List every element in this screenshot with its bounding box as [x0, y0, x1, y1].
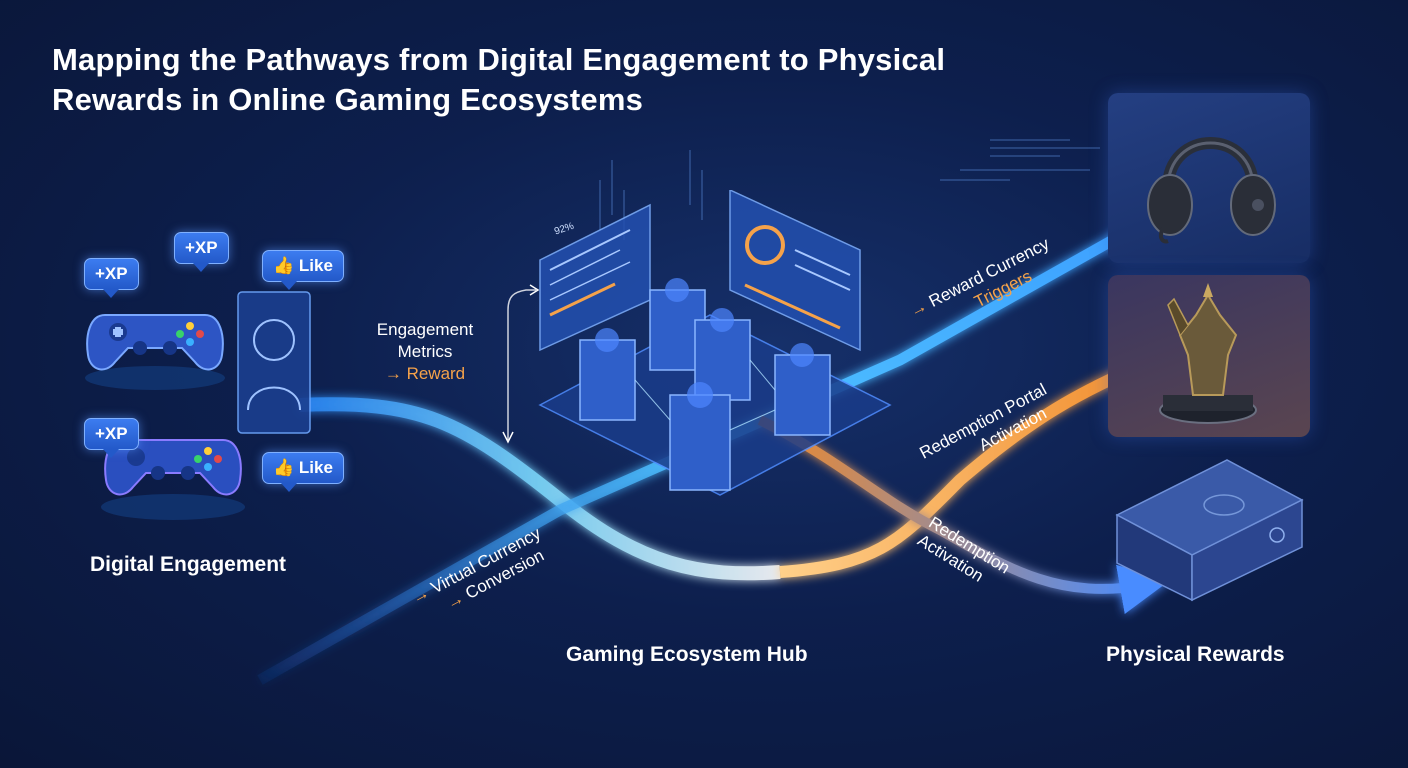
avatar-icon	[237, 291, 311, 434]
xp-badge: +XP	[84, 258, 139, 298]
engagement-reward: Reward	[406, 364, 466, 383]
gamepad-icon	[101, 439, 245, 520]
server-icon	[538, 190, 892, 496]
reward-card-figurine	[1108, 275, 1310, 437]
section-digital-engagement: Digital Engagement	[90, 553, 287, 576]
box-icon	[1115, 459, 1304, 602]
like-label: Like	[298, 458, 333, 477]
engagement-reward-line: → Reward	[360, 363, 490, 385]
thumbs-up-icon: 👍	[273, 458, 295, 477]
section-physical-rewards: Physical Rewards	[1106, 643, 1285, 666]
xp-badge: +XP	[174, 232, 229, 272]
thumbs-up-icon: 👍	[273, 256, 295, 275]
label-engagement-metrics: Engagement Metrics → Reward	[360, 319, 490, 385]
section-gaming-ecosystem-hub: Gaming Ecosystem Hub	[566, 643, 808, 666]
arrow-icon: →	[384, 364, 402, 383]
headset-icon	[1147, 137, 1276, 244]
reward-card-headset	[1108, 93, 1310, 263]
like-badge: 👍 Like	[262, 250, 344, 290]
engagement-line2: Metrics	[397, 342, 453, 361]
figurine-icon	[1159, 283, 1257, 424]
like-label: Like	[298, 256, 333, 275]
dashboard-panel	[729, 190, 861, 352]
page-title: Mapping the Pathways from Digital Engage…	[52, 42, 946, 117]
like-badge: 👍 Like	[262, 452, 344, 492]
xp-badge: +XP	[84, 418, 139, 458]
engagement-line1: Engagement	[376, 320, 474, 339]
gamepad-icon	[85, 314, 225, 390]
